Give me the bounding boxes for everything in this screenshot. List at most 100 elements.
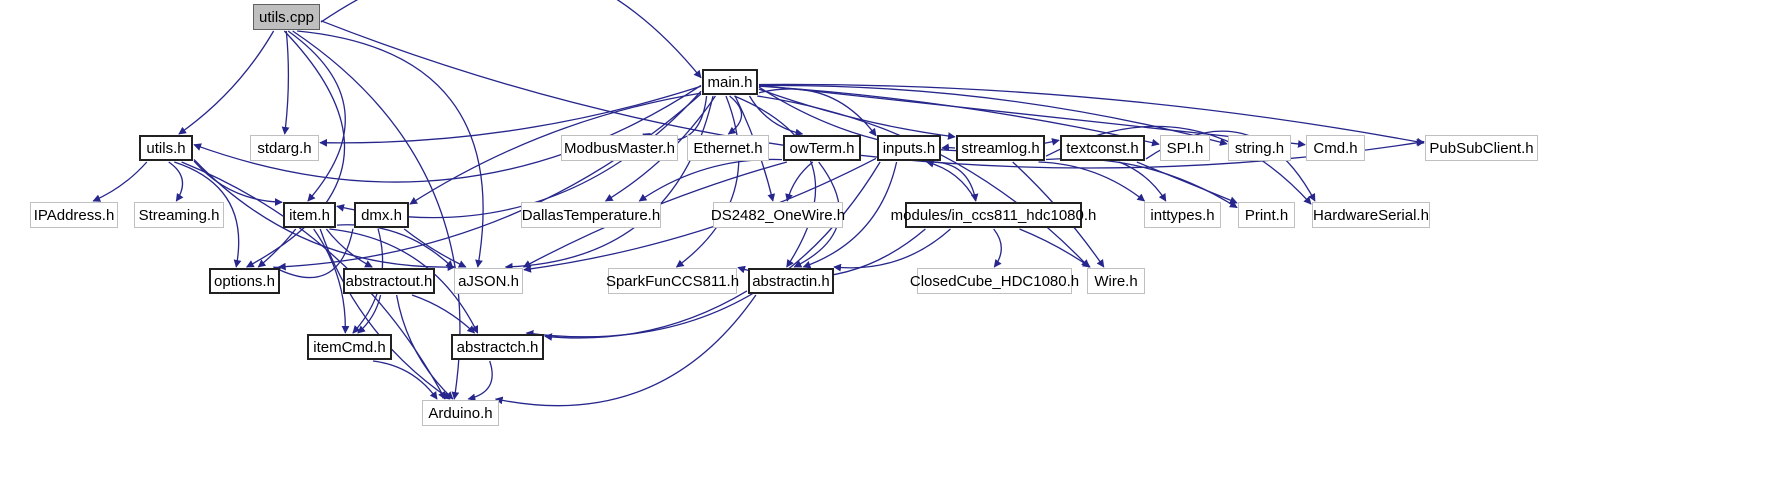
graph-node-wire-h[interactable]: Wire.h xyxy=(1087,268,1145,294)
graph-edge xyxy=(1118,161,1167,202)
graph-edge xyxy=(748,95,804,137)
graph-node-label: owTerm.h xyxy=(789,139,855,157)
graph-edge xyxy=(785,161,814,202)
graph-edge xyxy=(727,95,743,135)
graph-node-itemcmd-h[interactable]: itemCmd.h xyxy=(307,334,392,360)
graph-node-main-h[interactable]: main.h xyxy=(702,69,758,95)
graph-node-ds2482-onewire-h[interactable]: DS2482_OneWire.h xyxy=(710,202,846,228)
graph-edge xyxy=(281,30,290,135)
graph-edge xyxy=(758,84,1228,146)
graph-node-textconst-h[interactable]: textconst.h xyxy=(1060,135,1145,161)
graph-edge xyxy=(257,228,297,268)
graph-node-abstractout-h[interactable]: abstractout.h xyxy=(343,268,435,294)
graph-node-print-h[interactable]: Print.h xyxy=(1238,202,1295,228)
graph-edge xyxy=(544,290,748,341)
graph-node-ipaddress-h[interactable]: IPAddress.h xyxy=(30,202,118,228)
graph-node-inttypes-h[interactable]: inttypes.h xyxy=(1144,202,1221,228)
graph-edge xyxy=(336,224,454,269)
graph-node-label: inputs.h xyxy=(882,139,936,157)
graph-edge xyxy=(319,228,451,400)
graph-node-label: textconst.h xyxy=(1066,139,1139,157)
graph-node-label: modules/in_ccs811_hdc1080.h xyxy=(890,206,1097,224)
graph-edge xyxy=(494,294,757,407)
graph-edge xyxy=(168,161,184,202)
graph-node-modules-in-ccs811-hdc1080-h[interactable]: modules/in_ccs811_hdc1080.h xyxy=(891,202,1096,228)
graph-node-label: SPI.h xyxy=(1166,139,1204,157)
graph-node-streamlog-h[interactable]: streamlog.h xyxy=(956,135,1045,161)
graph-node-sparkfunccs811-h[interactable]: SparkFunCCS811.h xyxy=(605,268,740,294)
graph-node-label: DS2482_OneWire.h xyxy=(710,206,846,224)
graph-node-label: Cmd.h xyxy=(1313,139,1358,157)
graph-node-label: dmx.h xyxy=(361,206,402,224)
graph-edge xyxy=(92,161,148,202)
graph-edge xyxy=(395,294,454,400)
graph-node-label: stdarg.h xyxy=(257,139,312,157)
graph-node-label: Streaming.h xyxy=(138,206,220,224)
graph-edge xyxy=(638,158,783,202)
graph-node-utils-h[interactable]: utils.h xyxy=(139,135,193,161)
graph-edge xyxy=(174,161,242,268)
graph-edge xyxy=(926,161,979,202)
graph-edge xyxy=(802,161,898,269)
graph-edge xyxy=(246,30,346,268)
graph-node-label: inttypes.h xyxy=(1150,206,1215,224)
graph-node-owterm-h[interactable]: owTerm.h xyxy=(783,135,861,161)
graph-node-label: abstractout.h xyxy=(345,272,433,290)
graph-edge xyxy=(357,294,382,334)
graph-node-cmd-h[interactable]: Cmd.h xyxy=(1306,135,1365,161)
graph-node-stdarg-h[interactable]: stdarg.h xyxy=(250,135,319,161)
graph-node-ajson-h[interactable]: aJSON.h xyxy=(454,268,523,294)
graph-node-label: DallasTemperature.h xyxy=(521,206,661,224)
graph-node-label: Ethernet.h xyxy=(693,139,763,157)
graph-edge xyxy=(675,95,740,268)
graph-edge xyxy=(320,0,702,79)
graph-node-label: HardwareSerial.h xyxy=(1313,206,1429,224)
graph-edge xyxy=(1038,161,1146,202)
graph-node-dmx-h[interactable]: dmx.h xyxy=(354,202,409,228)
graph-node-label: ModbusMaster.h xyxy=(564,139,675,157)
graph-node-label: itemCmd.h xyxy=(313,338,386,356)
graph-edge xyxy=(409,92,702,205)
graph-edge xyxy=(758,83,1425,146)
graph-node-label: utils.cpp xyxy=(258,8,315,26)
graph-edge xyxy=(403,228,467,268)
graph-node-label: Wire.h xyxy=(1094,272,1138,290)
graph-node-label: SparkFunCCS811.h xyxy=(605,272,740,290)
graph-node-modbusmaster-h[interactable]: ModbusMaster.h xyxy=(561,135,678,161)
graph-edge xyxy=(758,88,877,137)
graph-node-label: abstractch.h xyxy=(456,338,539,356)
graph-node-abstractin-h[interactable]: abstractin.h xyxy=(748,268,834,294)
graph-edge xyxy=(329,228,479,334)
graph-node-utils-cpp[interactable]: utils.cpp xyxy=(253,4,320,30)
graph-node-options-h[interactable]: options.h xyxy=(209,268,280,294)
graph-node-dallastemperature-h[interactable]: DallasTemperature.h xyxy=(521,202,661,228)
graph-node-label: ClosedCube_HDC1080.h xyxy=(909,272,1080,290)
graph-node-pubsubclient-h[interactable]: PubSubClient.h xyxy=(1425,135,1538,161)
graph-node-closedcube-hdc1080-h[interactable]: ClosedCube_HDC1080.h xyxy=(910,268,1079,294)
graph-node-inputs-h[interactable]: inputs.h xyxy=(877,135,941,161)
graph-edge xyxy=(372,360,438,400)
graph-node-ethernet-h[interactable]: Ethernet.h xyxy=(687,135,769,161)
graph-node-label: abstractin.h xyxy=(752,272,830,290)
graph-node-string-h[interactable]: string.h xyxy=(1228,135,1291,161)
graph-node-label: streamlog.h xyxy=(961,139,1040,157)
graph-edge xyxy=(523,157,877,273)
graph-edge xyxy=(1136,161,1238,204)
graph-node-label: aJSON.h xyxy=(458,272,519,290)
graph-edge xyxy=(193,160,283,206)
graph-node-hardwareserial-h[interactable]: HardwareSerial.h xyxy=(1312,202,1430,228)
graph-node-spi-h[interactable]: SPI.h xyxy=(1160,135,1210,161)
graph-node-streaming-h[interactable]: Streaming.h xyxy=(134,202,224,228)
graph-node-arduino-h[interactable]: Arduino.h xyxy=(422,400,499,426)
graph-node-label: string.h xyxy=(1234,139,1285,157)
graph-node-label: options.h xyxy=(214,272,275,290)
graph-node-item-h[interactable]: item.h xyxy=(283,202,336,228)
graph-edge xyxy=(734,95,817,268)
graph-edge xyxy=(467,360,493,402)
graph-edge xyxy=(319,85,702,147)
graph-edge xyxy=(181,161,446,400)
graph-node-abstractch-h[interactable]: abstractch.h xyxy=(451,334,544,360)
graph-node-label: Arduino.h xyxy=(428,404,493,422)
